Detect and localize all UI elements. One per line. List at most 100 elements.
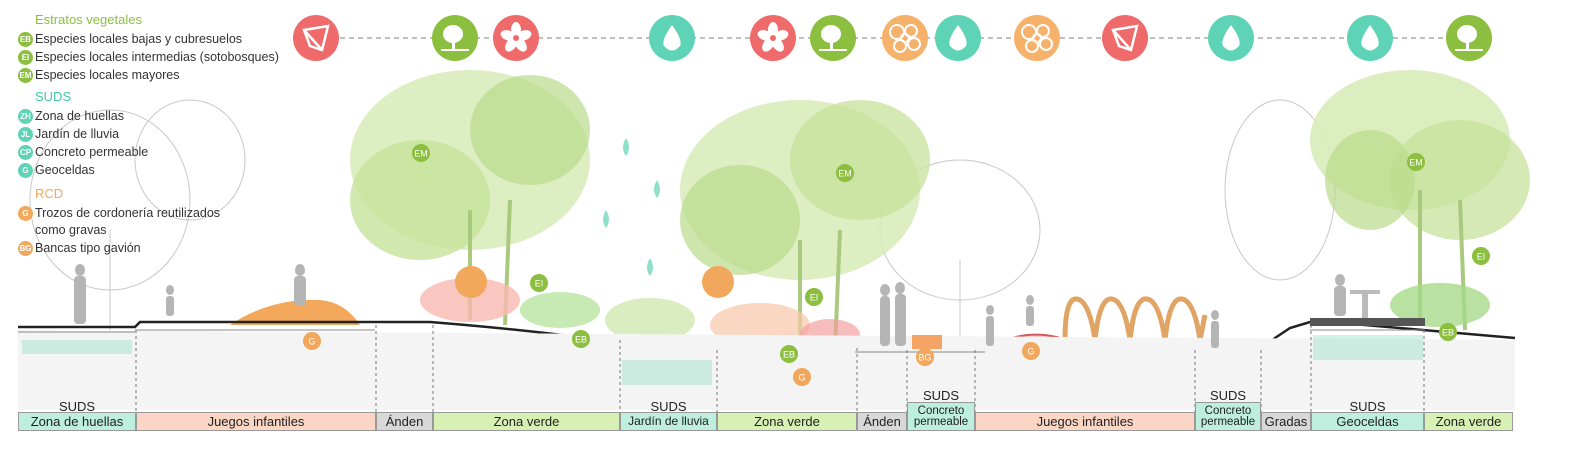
suds-tag: SUDS bbox=[1349, 399, 1386, 414]
green-tree-icon bbox=[432, 15, 478, 61]
badge-code: EB bbox=[783, 350, 795, 360]
zone-label: Ánden bbox=[376, 412, 433, 431]
furniture bbox=[912, 290, 1425, 349]
zh-badge: ZH bbox=[18, 109, 33, 124]
g-badge: G bbox=[793, 368, 811, 386]
zone-label: Ánden bbox=[857, 412, 907, 431]
zone-label: Zona de huellas bbox=[18, 412, 136, 431]
legend-item: EB Especies locales bajas y cubresuelos bbox=[18, 31, 318, 48]
zone-label: Zona verde bbox=[717, 412, 857, 431]
sand-mound bbox=[230, 299, 360, 325]
bg-badge: BG bbox=[18, 241, 33, 256]
green-tree-icon bbox=[810, 15, 856, 61]
suds-tag: SUDS bbox=[650, 399, 687, 414]
legend-item: ZH Zona de huellas bbox=[18, 108, 318, 125]
zone-label: Zona verde bbox=[433, 412, 620, 431]
zone-label-line: permeable bbox=[1200, 415, 1256, 428]
cp-badge: CP bbox=[18, 145, 33, 160]
ei-badge: EI bbox=[18, 50, 33, 65]
legend-label: Especies locales intermedias (sotobosque… bbox=[35, 50, 279, 64]
legend: Estratos vegetales EB Especies locales b… bbox=[18, 12, 318, 258]
legend-item: JL Jardín de lluvia bbox=[18, 126, 318, 143]
rcd-marker-icon bbox=[702, 266, 734, 298]
legend-label: Trozos de cordonería reutilizados como g… bbox=[35, 206, 221, 237]
legend-label: Concreto permeable bbox=[35, 145, 149, 159]
legend-rcd-title: RCD bbox=[35, 186, 64, 201]
rcd-marker-icon bbox=[455, 266, 487, 298]
badge-code: G bbox=[798, 373, 805, 383]
red-flower-icon bbox=[493, 15, 539, 61]
zone-label: Geoceldas bbox=[1311, 412, 1424, 431]
em-badge: EM bbox=[836, 164, 854, 182]
em-badge: EM bbox=[18, 68, 33, 83]
ei-badge: EI bbox=[1472, 247, 1490, 265]
badge-code: G bbox=[1027, 347, 1034, 357]
legend-label: Jardín de lluvia bbox=[35, 127, 120, 141]
badge-code: EM bbox=[414, 149, 428, 159]
wavy-play-structure bbox=[1062, 296, 1208, 341]
ei-badge: EI bbox=[805, 288, 823, 306]
g-badge: G bbox=[18, 163, 33, 178]
teal-drop-icon bbox=[649, 15, 695, 61]
eb-badge: EB bbox=[18, 32, 33, 47]
legend-label: Bancas tipo gavión bbox=[35, 241, 141, 255]
badge-code: EB bbox=[1442, 328, 1454, 338]
green-tree-icon bbox=[1446, 15, 1492, 61]
suds-tag: SUDS bbox=[922, 388, 960, 403]
eb-badge: EB bbox=[1439, 323, 1457, 341]
legend-item: G Geoceldas bbox=[18, 162, 318, 179]
legend-label: Geoceldas bbox=[35, 163, 95, 177]
badge-code: EI bbox=[810, 293, 819, 303]
legend-label: Zona de huellas bbox=[35, 109, 124, 123]
zone-label-line: permeable bbox=[913, 415, 969, 428]
zone-label: Juegos infantiles bbox=[975, 412, 1195, 431]
subsoil-fill bbox=[18, 330, 1515, 410]
badge-code: EI bbox=[1477, 252, 1486, 262]
g-badge: G bbox=[303, 332, 321, 350]
zone-separators bbox=[135, 325, 1425, 412]
bg-badge: BG bbox=[916, 348, 934, 366]
g-badge: G bbox=[18, 206, 33, 221]
red-leaf-icon bbox=[1102, 15, 1148, 61]
suds-tag: SUDS bbox=[1209, 388, 1247, 403]
legend-suds-title: SUDS bbox=[35, 89, 72, 104]
zone-label-two-line: Concreto permeable bbox=[1195, 402, 1261, 431]
zone-label: Gradas bbox=[1261, 412, 1311, 431]
zone-label: Zona verde bbox=[1424, 412, 1513, 431]
suds-tag: SUDS bbox=[58, 399, 96, 414]
legend-label: Especies locales bajas y cubresuelos bbox=[35, 32, 243, 46]
zone-label: Jardín de lluvia bbox=[620, 412, 717, 431]
zone-label-line: Concreto bbox=[917, 404, 965, 417]
legend-item: BG Bancas tipo gavión bbox=[18, 240, 318, 257]
zone-label-two-line: Concreto permeable bbox=[907, 402, 975, 431]
g-badge: G bbox=[1022, 342, 1040, 360]
legend-item: G Trozos de cordonería reutilizados como… bbox=[18, 205, 318, 239]
em-badge: EM bbox=[412, 144, 430, 162]
zone-label: Juegos infantiles bbox=[136, 412, 376, 431]
badge-code: EM bbox=[838, 169, 852, 179]
teal-drop-icon bbox=[1208, 15, 1254, 61]
badge-code: G bbox=[308, 337, 315, 347]
eb-badge: EB bbox=[780, 345, 798, 363]
ei-badge: EI bbox=[530, 274, 548, 292]
orange-gravel-icon bbox=[882, 15, 928, 61]
badge-code: EB bbox=[575, 335, 587, 345]
tree-canopies bbox=[350, 70, 1530, 280]
badge-code: BG bbox=[918, 353, 931, 363]
red-leaf-icon bbox=[293, 15, 339, 61]
orange-gravel-icon bbox=[1014, 15, 1060, 61]
zone-label-line: Concreto bbox=[1204, 404, 1252, 417]
legend-item: CP Concreto permeable bbox=[18, 144, 318, 161]
badge-code: EI bbox=[535, 279, 544, 289]
badge-code: EM bbox=[1409, 158, 1423, 168]
legend-item: EM Especies locales mayores bbox=[18, 67, 318, 84]
people-figures bbox=[74, 264, 1346, 348]
jl-badge: JL bbox=[18, 127, 33, 142]
drainage-dots bbox=[22, 335, 1423, 385]
red-flower-icon bbox=[750, 15, 796, 61]
legend-item: EI Especies locales intermedias (sotobos… bbox=[18, 49, 318, 66]
eb-badge: EB bbox=[572, 330, 590, 348]
rain-drops bbox=[603, 138, 660, 276]
legend-vegetation-title: Estratos vegetales bbox=[35, 12, 142, 27]
